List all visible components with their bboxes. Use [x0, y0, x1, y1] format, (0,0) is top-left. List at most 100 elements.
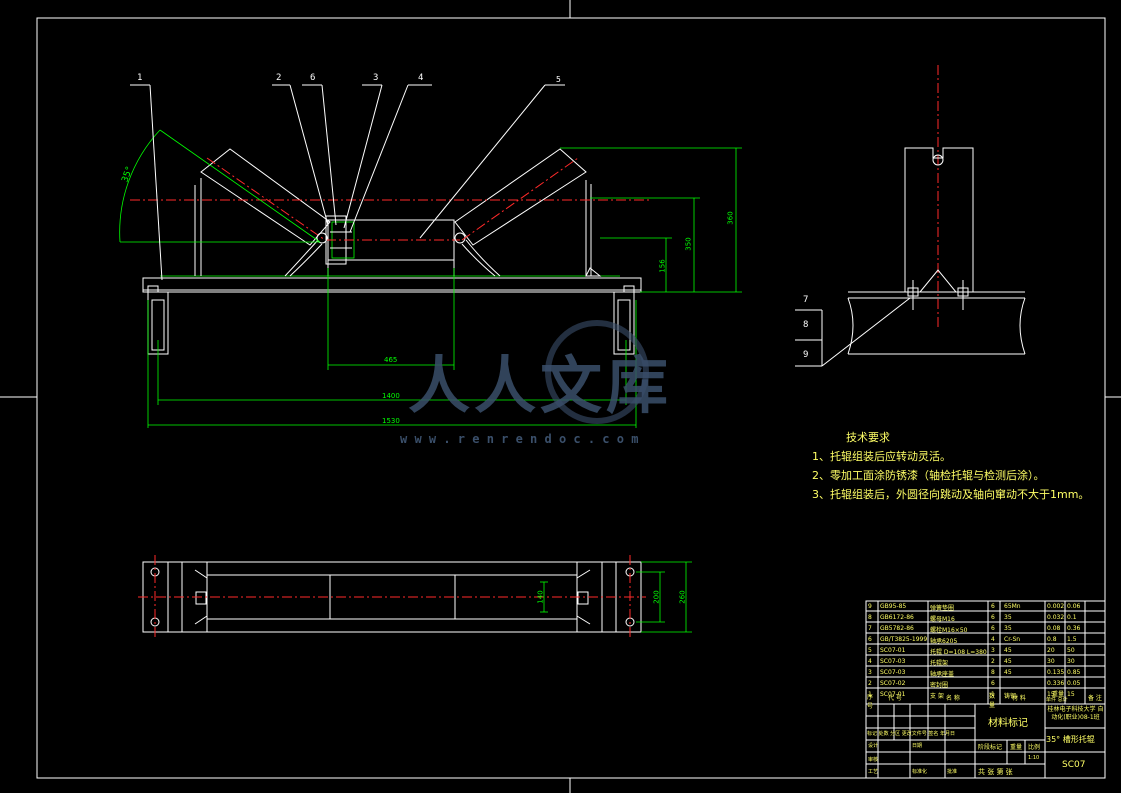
- parts-cell-code: SC07-03: [880, 658, 906, 665]
- watermark-url: w w w . r e n r e n d o c . c o m: [400, 432, 639, 446]
- parts-cell-no: 1: [868, 691, 872, 698]
- parts-cell-qty: 2: [991, 658, 995, 665]
- tb-date: 日期: [912, 743, 923, 749]
- parts-cell-name: 密封圈: [930, 682, 949, 689]
- parts-cell-unit: 0.08: [1047, 625, 1061, 632]
- tb-university: 桂林电子科技大学 自动化(职业)08-1班: [1047, 706, 1104, 721]
- notes-item-2: 2、零加工面涂防锈漆（轴检托辊与检测后涂）。: [812, 469, 1045, 482]
- parts-cell-code: GB/T3825-1999: [880, 636, 928, 643]
- notes-item-1: 1、托辊组装后应转动灵活。: [812, 450, 951, 463]
- parts-cell-no: 4: [868, 658, 872, 665]
- parts-cell-code: SC07-03: [880, 669, 906, 676]
- parts-cell-unit: 0.032: [1047, 614, 1065, 621]
- tb-material-mark: 材料标记: [988, 718, 1028, 729]
- tb-sheet: 共 张 第 张: [978, 768, 1013, 776]
- side-label-8: 8: [803, 320, 809, 330]
- hdr-unit-total: 单件 总计: [1046, 697, 1068, 703]
- base-channel: [142, 277, 642, 293]
- dim-height-156: 156: [658, 259, 667, 273]
- hdr-qty: 数量: [989, 693, 996, 709]
- tb-design: 设计: [868, 743, 879, 749]
- hdr-name: 名 称: [946, 695, 960, 702]
- dim-inner-width: 465: [384, 356, 398, 364]
- title-block-grid: [865, 600, 1106, 779]
- part-label-6: 6: [310, 73, 316, 83]
- dim-overall-length: 1530: [382, 417, 400, 425]
- parts-cell-no: 2: [868, 680, 872, 687]
- parts-cell-material: 65Mn: [1004, 603, 1021, 610]
- right-roller: [454, 148, 587, 246]
- hdr-code: 代 号: [888, 695, 902, 702]
- parts-cell-code: SC07-01: [880, 647, 906, 654]
- parts-cell-qty: 6: [991, 625, 995, 632]
- parts-cell-code: GB6172-86: [880, 614, 914, 621]
- parts-cell-name: 轴承6205: [930, 638, 958, 645]
- parts-cell-material: 铸钢: [1004, 693, 1017, 700]
- parts-cell-no: 8: [868, 614, 872, 621]
- left-roller: [200, 148, 331, 246]
- parts-cell-qty: 6: [991, 680, 995, 687]
- part-label-3: 3: [373, 73, 379, 83]
- parts-cell-no: 7: [868, 625, 872, 632]
- parts-cell-code: GB5782-86: [880, 625, 914, 632]
- parts-cell-unit: 20: [1047, 647, 1055, 654]
- parts-cell-material: 45: [1004, 669, 1012, 676]
- parts-cell-no: 3: [868, 669, 872, 676]
- parts-cell-total: 0.36: [1067, 625, 1081, 632]
- side-label-9: 9: [803, 350, 809, 360]
- parts-cell-total: 0.05: [1067, 680, 1081, 687]
- notes-title: 技术要求: [846, 431, 890, 444]
- part-label-1: 1: [137, 73, 143, 83]
- side-view: [795, 65, 1026, 367]
- parts-cell-material: 45: [1004, 658, 1012, 665]
- parts-cell-unit: 15: [1047, 691, 1055, 698]
- tech-notes: 技术要求 1、托辊组装后应转动灵活。 2、零加工面涂防锈漆（轴检托辊与检测后涂）…: [812, 428, 1089, 504]
- parts-cell-no: 5: [868, 647, 872, 654]
- hdr-weight: 重量: [1052, 691, 1065, 698]
- parts-cell-unit: 0.8: [1047, 636, 1057, 643]
- tb-scale: 比例: [1028, 744, 1041, 751]
- tb-drawing-number: SC07: [1062, 760, 1086, 770]
- parts-cell-material: 35: [1004, 625, 1012, 632]
- front-view: 35°: [119, 84, 742, 428]
- dim-plan-outer: 260: [678, 590, 687, 604]
- parts-cell-code: SC07-02: [880, 680, 906, 687]
- tb-standardization: 标准化: [912, 769, 928, 775]
- parts-cell-code: SC07-01: [880, 691, 906, 698]
- parts-cell-qty: 6: [991, 603, 995, 610]
- plan-view: [138, 555, 692, 640]
- tb-approve: 批准: [947, 769, 958, 775]
- parts-cell-name: 托辊 D=108 L=380: [930, 649, 987, 656]
- parts-cell-total: 30: [1067, 658, 1075, 665]
- notes-item-3: 3、托辊组装后，外圆径向跳动及轴向窜动不大于1mm。: [812, 488, 1090, 501]
- drawing-border: [36, 17, 1106, 779]
- parts-cell-name: 螺母M16: [930, 616, 955, 623]
- dim-height-total: 360: [726, 211, 735, 225]
- hdr-no: 序号: [867, 694, 874, 710]
- hdr-remark: 备 注: [1088, 695, 1102, 702]
- parts-cell-unit: 0.002: [1047, 603, 1065, 610]
- parts-cell-qty: 4: [991, 636, 995, 643]
- parts-cell-material: Cr-Sn: [1004, 636, 1021, 643]
- parts-header-row: 序号 代 号 名 称 数量 材 料 重量 单件 总计 备 注: [866, 689, 1105, 710]
- parts-cell-name: 弹簧垫圈: [930, 605, 955, 612]
- tb-scale-value: 1:10: [1028, 755, 1040, 761]
- dim-frame-length: 1400: [382, 392, 400, 400]
- dim-height-350: 350: [684, 237, 693, 251]
- parts-cell-no: 9: [868, 603, 872, 610]
- part-label-2: 2: [276, 73, 282, 83]
- dim-plan-width: 200: [652, 590, 661, 604]
- tb-process: 工艺: [868, 769, 879, 775]
- parts-cell-name: 托辊架: [930, 660, 949, 667]
- parts-cell-qty: 3: [991, 647, 995, 654]
- parts-cell-code: GB95-85: [880, 603, 907, 610]
- side-label-7: 7: [803, 295, 809, 305]
